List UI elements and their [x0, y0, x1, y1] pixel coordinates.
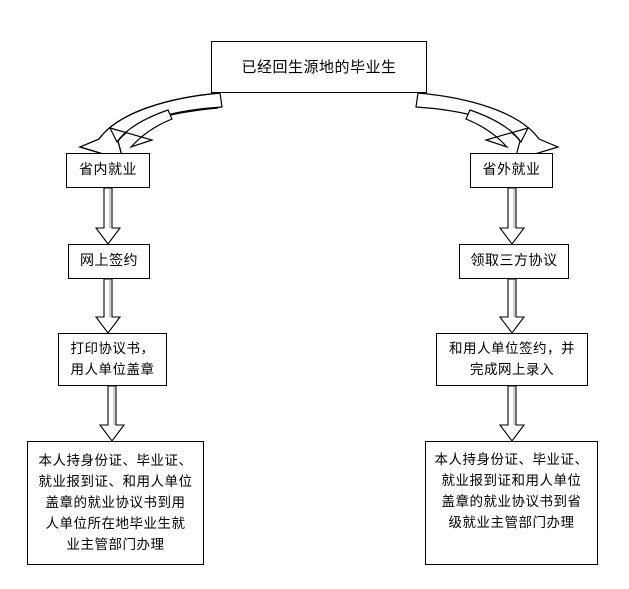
node-out-of-province-employment[interactable]: 省外就业: [470, 153, 553, 188]
node-title-graduates-returned[interactable]: 已经回生源地的毕业生: [211, 41, 427, 93]
node-provincial-employment-authority-label: 本人持身份证、毕业证、 就业报到证和用人单位 盖章的就业协议书到省 级就业主管部…: [434, 452, 589, 531]
node-online-signing[interactable]: 网上签约: [68, 244, 150, 279]
node-in-province-employment-label: 省内就业: [79, 162, 137, 178]
arrow-right-3: [498, 385, 526, 442]
node-print-agreement-stamp[interactable]: 打印协议书， 用人单位盖章: [58, 333, 167, 386]
node-sign-and-online-entry[interactable]: 和用人单位签约，并 完成网上录入: [436, 333, 588, 386]
node-receive-tripartite-agreement-label: 领取三方协议: [470, 253, 558, 269]
arrow-right-2: [498, 278, 526, 334]
node-local-employment-authority-label: 本人持身份证、毕业证、 就业报到证、和用人单位 盖章的就业协议书到用 人单位所在…: [38, 452, 193, 553]
node-out-of-province-employment-label: 省外就业: [482, 162, 541, 178]
arrow-left-1: [94, 187, 122, 245]
arrow-left-3: [98, 385, 126, 442]
curved-arrow-left: [78, 92, 223, 161]
node-receive-tripartite-agreement[interactable]: 领取三方协议: [459, 244, 569, 279]
node-sign-and-online-entry-label: 和用人单位签约，并 完成网上录入: [449, 340, 575, 378]
node-in-province-employment[interactable]: 省内就业: [66, 153, 150, 188]
arrow-left-2: [94, 278, 122, 334]
node-online-signing-label: 网上签约: [80, 253, 138, 269]
curved-arrow-right: [415, 92, 560, 161]
node-title-label: 已经回生源地的毕业生: [241, 58, 397, 76]
node-provincial-employment-authority[interactable]: 本人持身份证、毕业证、 就业报到证和用人单位 盖章的就业协议书到省 级就业主管部…: [425, 441, 598, 565]
arrow-right-1: [498, 187, 526, 245]
node-local-employment-authority[interactable]: 本人持身份证、毕业证、 就业报到证、和用人单位 盖章的就业协议书到用 人单位所在…: [27, 441, 204, 565]
node-print-agreement-stamp-label: 打印协议书， 用人单位盖章: [70, 340, 155, 378]
